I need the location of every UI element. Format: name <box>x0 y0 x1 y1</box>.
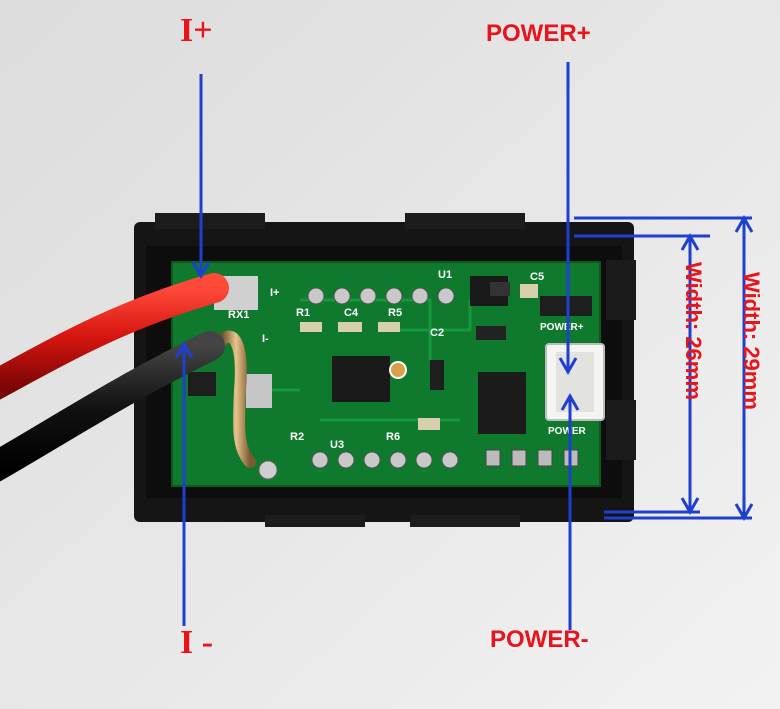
label-i-plus: I+ <box>180 12 213 49</box>
silk-u1: U1 <box>438 269 452 281</box>
silk-r2: R2 <box>290 431 304 443</box>
silk-c4: C4 <box>344 307 359 319</box>
solder-joint <box>258 460 278 480</box>
red-wire <box>0 273 229 400</box>
annotation-arrows <box>174 62 580 630</box>
silk-r1: R1 <box>296 307 310 319</box>
silk-power: POWER <box>548 426 587 437</box>
silk-c5: C5 <box>530 271 544 283</box>
silk-r5: R5 <box>388 307 402 319</box>
silk-u3: U3 <box>330 439 344 451</box>
black-wire <box>0 331 225 482</box>
silk-rx1: RX1 <box>228 309 249 321</box>
pcb-silkscreen: I+ RX1 I- U1 C5 R1 C4 R5 C2 R2 U3 R6 POW… <box>228 269 587 451</box>
silk-i-minus: I- <box>262 333 269 345</box>
silk-c2: C2 <box>430 327 444 339</box>
silk-power-plus: POWER+ <box>540 322 584 333</box>
label-width-26mm: Width: 26mm <box>681 262 706 400</box>
width-dimension-lines <box>574 214 754 522</box>
label-power-plus: POWER+ <box>486 20 591 47</box>
label-i-minus: I - <box>180 624 214 661</box>
shunt-wire <box>216 330 256 468</box>
silk-r6: R6 <box>386 431 400 443</box>
label-power-minus: POWER- <box>490 626 589 653</box>
silk-i-plus: I+ <box>270 287 279 299</box>
label-width-29mm: Width: 29mm <box>739 272 764 410</box>
